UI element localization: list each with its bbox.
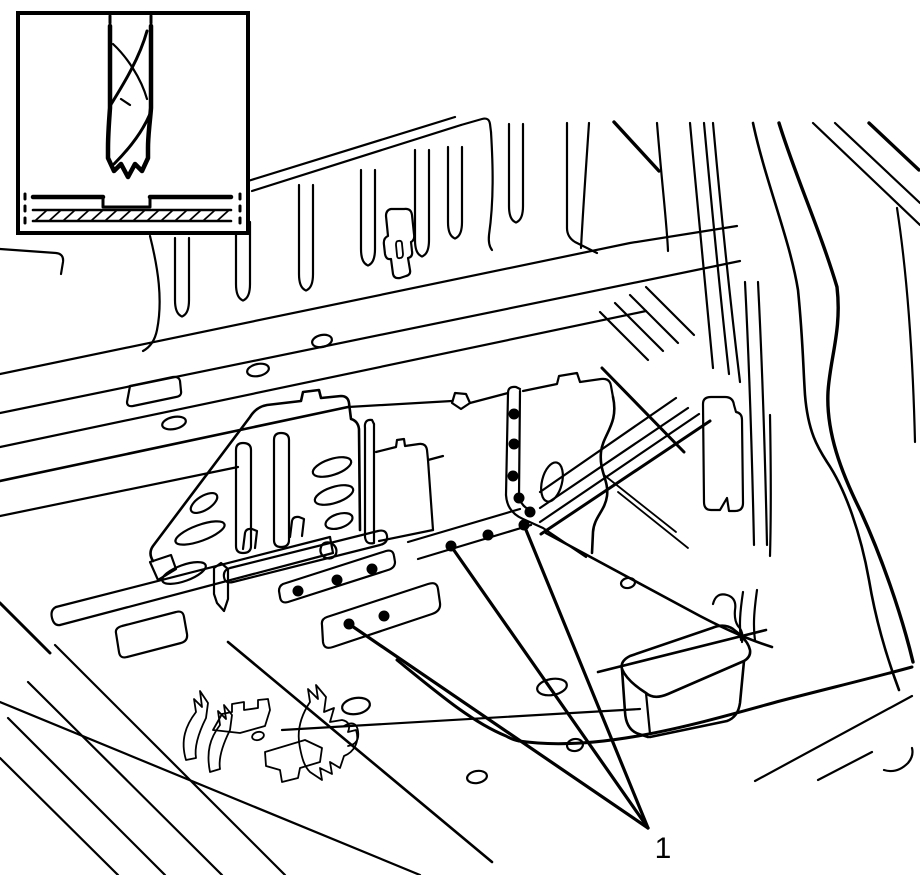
spot-weld-dot: [343, 618, 355, 630]
stamped-bracket: [148, 388, 362, 613]
center-support-box: [363, 418, 445, 545]
spot-weld-dot: [445, 540, 457, 552]
spot-weld-dot: [508, 408, 520, 420]
sill-inner-panel: [538, 280, 772, 558]
spot-weld-dot: [378, 610, 390, 622]
leader-line: [449, 544, 650, 830]
seat-rail-and-rocker: [0, 515, 422, 875]
leader-line: [347, 622, 650, 830]
callout-label: 1: [655, 832, 672, 865]
spot-weld-dot: [331, 574, 343, 586]
floor-panel: [226, 576, 914, 864]
foam-block: [620, 588, 759, 739]
weld-flange-bars: [222, 529, 442, 649]
pillar-structure: [565, 120, 920, 692]
spot-weld-dot: [292, 585, 304, 597]
seat-mount-bracket: [182, 684, 360, 783]
spot-weld-dots: [292, 408, 536, 630]
spot-weld-dot: [366, 563, 378, 575]
panel-joint-section: [23, 192, 242, 225]
drill-detail-inset: [16, 11, 250, 235]
spot-weld-dot: [524, 506, 536, 518]
leader-line: [522, 523, 650, 830]
spot-weld-dot: [513, 492, 525, 504]
bulkhead-panel: [0, 115, 525, 353]
spot-weld-dot: [507, 470, 519, 482]
spot-weld-dot: [508, 438, 520, 450]
latch-bracket: [382, 207, 416, 280]
spot-weld-dot: [482, 529, 494, 541]
drill-bit-icon: [105, 14, 154, 180]
spot-weld-dot: [518, 519, 530, 531]
leader-lines: [347, 523, 650, 830]
cross-member-rails: [0, 224, 742, 518]
